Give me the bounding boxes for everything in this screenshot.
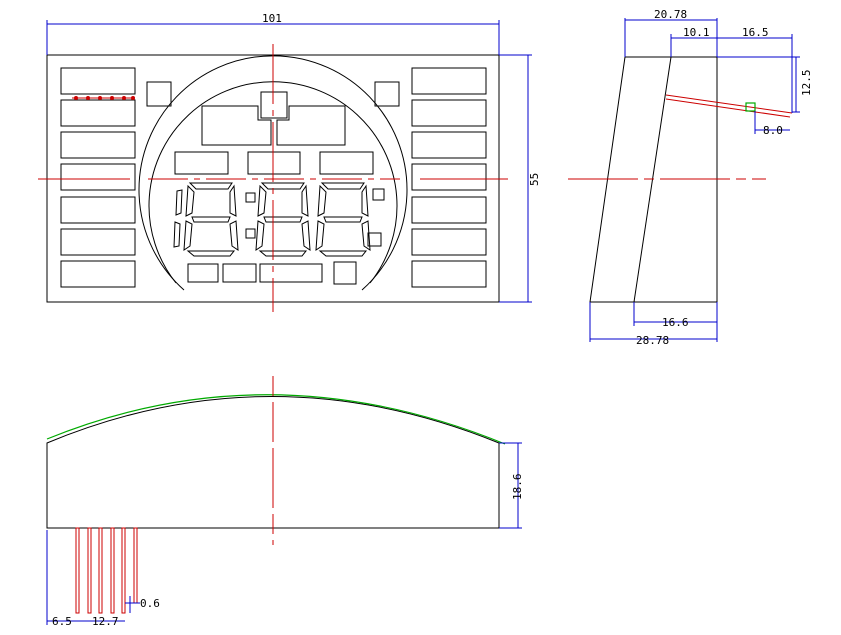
digit-3 <box>315 182 371 257</box>
digit-2 <box>255 182 311 257</box>
bottom-pin-width-label: 0.6 <box>140 597 160 610</box>
bottom-pin-start-label: 6.5 <box>52 615 72 628</box>
side-bottom-width-label: 28.78 <box>636 334 669 347</box>
small-square <box>260 91 288 119</box>
side-pin-height-label: 12.5 <box>800 70 813 97</box>
indicator-dots <box>72 96 135 100</box>
left-segment-column <box>60 67 136 288</box>
front-view: 101 55 <box>38 12 541 312</box>
front-height-label: 55 <box>528 173 541 186</box>
side-inner-offset-label: 10.1 <box>683 26 710 39</box>
bottom-view: 18.6 6.5 12.7 0.6 <box>46 376 524 628</box>
side-top-width-label: 20.78 <box>654 8 687 21</box>
top-inner-shape <box>276 105 346 146</box>
top-inner-shape <box>201 105 272 146</box>
bottom-outline <box>46 396 500 529</box>
side-view: 20.78 10.1 16.5 12.5 8.0 16.6 28.78 <box>568 8 813 347</box>
small-square <box>374 81 400 107</box>
right-segment-column <box>411 67 487 288</box>
bottom-height-label: 18.6 <box>511 474 524 501</box>
bottom-curve <box>46 394 506 445</box>
pins <box>75 527 138 614</box>
digit-1 <box>173 182 239 257</box>
front-centerlines <box>38 44 508 312</box>
small-square <box>146 81 172 107</box>
side-dimensions <box>589 18 800 342</box>
side-pin-offset-label: 16.5 <box>742 26 769 39</box>
side-pin-length-label: 8.0 <box>763 124 783 137</box>
pin-marker <box>745 102 756 112</box>
side-bottom-inner-label: 16.6 <box>662 316 689 329</box>
front-width-label: 101 <box>262 12 282 25</box>
bottom-pin-span-label: 12.7 <box>92 615 119 628</box>
front-dimensions <box>46 20 532 303</box>
bottom-dimensions <box>46 442 522 625</box>
